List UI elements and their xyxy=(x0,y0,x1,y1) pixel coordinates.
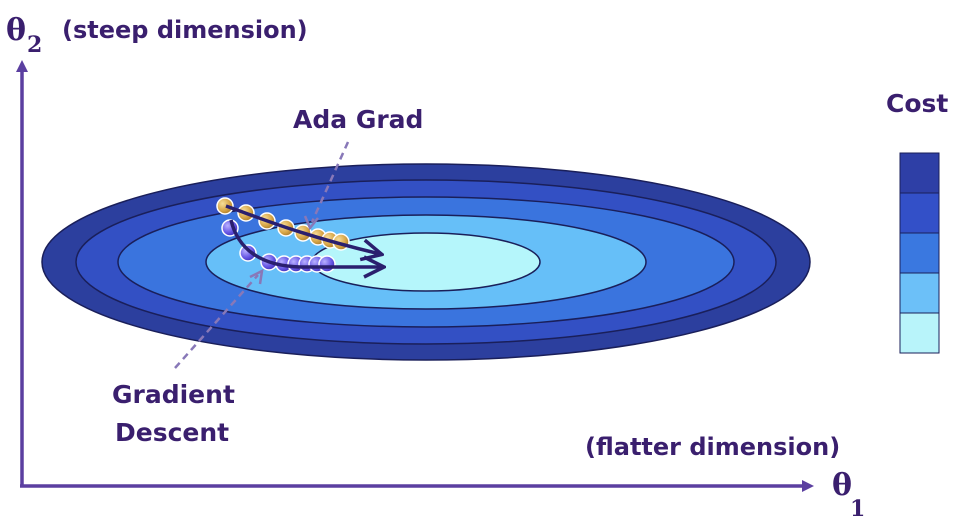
adagrad-trajectory-arrow xyxy=(225,204,380,254)
adagrad-pointer-line xyxy=(310,141,350,223)
adagrad-label: Ada Grad xyxy=(293,105,423,134)
gd-step xyxy=(318,255,336,273)
cost-legend-colorbar xyxy=(899,152,940,354)
gd-trajectory-arrow xyxy=(229,219,382,267)
legend-swatch-high xyxy=(899,192,940,234)
adagrad-step xyxy=(216,197,234,215)
legend-swatch-lowest xyxy=(899,312,940,354)
x-axis-symbol: θ xyxy=(832,468,852,503)
gradient-descent-label-line1: Gradient xyxy=(112,380,235,409)
legend-title: Cost xyxy=(886,89,948,118)
legend-swatch-low xyxy=(899,272,940,314)
x-axis-label: (flatter dimension) xyxy=(585,433,840,461)
y-axis-symbol: θ xyxy=(6,13,26,48)
gd-step xyxy=(239,244,257,262)
y-axis-label: (steep dimension) xyxy=(62,16,308,44)
adagrad-pointer-head xyxy=(303,215,319,231)
legend-swatch-mid xyxy=(899,232,940,274)
adagrad-path xyxy=(216,197,350,251)
gd-pointer-line xyxy=(174,274,259,369)
legend-swatch-highest xyxy=(899,152,940,194)
y-axis-subscript: 2 xyxy=(27,32,42,58)
cost-contours xyxy=(41,163,811,361)
gd-pointer-head xyxy=(249,268,264,285)
gradient-descent-label-line2: Descent xyxy=(115,418,229,447)
x-axis-subscript: 1 xyxy=(850,496,865,522)
